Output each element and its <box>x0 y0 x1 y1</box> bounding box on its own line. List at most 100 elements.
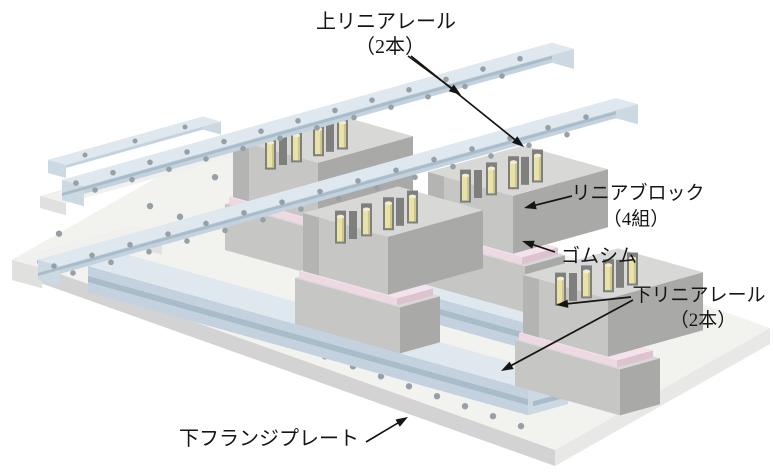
flange-plate-front-left-face <box>15 258 555 466</box>
linear-block-2-slot <box>474 170 482 198</box>
lower-rail-front-groove <box>88 276 528 406</box>
label-linear-block-line2: （4組） <box>603 208 670 230</box>
bolt-hole <box>89 252 95 259</box>
upper-rail-front-top <box>38 98 638 267</box>
arrow-lower-rail-2-head <box>501 361 514 371</box>
label-upper-rail-line2: （2本） <box>355 35 425 58</box>
upper-rail-back <box>62 42 574 207</box>
label-upper-rail-line1: 上リニアレール <box>316 10 456 33</box>
linear-block-2-rubber-shim-end <box>522 247 558 265</box>
linear-block-4-pin-top <box>604 263 613 268</box>
bolt-hole <box>517 422 525 430</box>
bolt-hole <box>277 135 283 141</box>
linear-block-3-pin-shade <box>342 216 344 242</box>
bolt-hole <box>184 149 190 155</box>
bolt-hole <box>184 238 190 244</box>
bolt-hole <box>526 142 532 149</box>
bolt-hole <box>314 125 320 131</box>
arrow-lower-rail-1-head <box>556 299 569 308</box>
upper-rail-back-left-cap <box>62 180 84 207</box>
linear-block-4-rubber-shim-front <box>519 333 617 368</box>
linear-block-front-right <box>515 248 703 416</box>
bolt-hole <box>55 230 63 237</box>
linear-block-3-rubber-shim-end <box>397 288 433 306</box>
bolt-hole <box>73 180 79 186</box>
bolt-hole <box>393 167 399 174</box>
bolt-hole <box>221 138 227 145</box>
left-end-plate-left-cap <box>12 260 42 289</box>
bolt-hole <box>545 124 551 131</box>
bolt-hole <box>405 383 413 390</box>
linear-block-3-pin-shade <box>414 196 416 222</box>
arrow-rubber-shim <box>522 240 556 253</box>
linear-block-front-left <box>295 186 483 354</box>
linear-block-4-pin-top <box>582 269 591 274</box>
linear-block-3-pin-top <box>336 214 345 219</box>
bolt-hole <box>298 206 304 212</box>
label-rubber-shim: ゴムシム <box>561 245 637 267</box>
linear-block-2-pin-shade <box>515 162 517 188</box>
linear-block-4-pin-shade <box>588 271 590 297</box>
bolt-hole <box>461 403 469 410</box>
linear-block-4-pin-shade <box>562 278 564 304</box>
linear-block-4-upper-block-end <box>608 272 703 357</box>
arrow-upper-rail-2-head <box>512 136 524 147</box>
bolt-hole <box>462 83 468 90</box>
linear-block-1-pin-shade <box>320 129 322 155</box>
linear-block-2-pin-shade <box>539 155 541 181</box>
linear-block-3-rubber-shim-front <box>299 271 397 306</box>
bolt-hole <box>110 169 116 176</box>
linear-block-3-pin-top <box>408 194 417 199</box>
bolt-hole <box>377 373 385 380</box>
linear-block-3-pin-top <box>362 207 371 212</box>
bolt-hole <box>92 187 98 193</box>
bolt-hole <box>132 138 138 144</box>
arrow-linear-block <box>524 195 573 210</box>
bolt-hole <box>517 55 523 62</box>
linear-block-1-pin-shade <box>298 135 300 161</box>
linear-block-4-pin-top <box>556 276 565 281</box>
linear-block-4-rubber-shim-end <box>617 350 653 368</box>
bolt-hole <box>279 199 285 205</box>
bolt-hole <box>469 146 475 152</box>
linear-block-2-slot <box>521 156 529 185</box>
bolt-hole <box>480 66 486 72</box>
linear-block-4-lower-block-end <box>620 358 660 416</box>
linear-block-3-pin-top <box>384 201 393 206</box>
arrow-rubber-shim-head <box>522 240 535 249</box>
bolt-hole <box>406 86 412 93</box>
left-clamp-plate-left-cap <box>40 196 66 216</box>
bolt-hole <box>336 195 342 202</box>
linear-block-4-pin-top <box>628 256 637 261</box>
bolt-hole <box>203 220 209 227</box>
bolt-hole <box>127 241 133 248</box>
linear-block-1-pin-shade <box>272 142 274 168</box>
label-lower-rail-line1: 下リニアレール <box>632 285 765 306</box>
bolt-hole <box>240 145 246 152</box>
bolt-hole <box>182 124 188 130</box>
linear-block-2-upper-block-end <box>513 169 608 254</box>
bolt-hole <box>108 259 114 266</box>
linear-block-4-pin-shade <box>610 265 612 291</box>
flange-plate-front-right-face <box>555 328 770 466</box>
bolt-hole <box>355 178 361 184</box>
bolt-hole <box>146 202 154 210</box>
upper-rail-front <box>38 98 638 287</box>
bolt-hole <box>82 152 88 158</box>
bolt-hole <box>260 217 266 223</box>
linear-block-4-lower-block-front <box>515 340 620 416</box>
linear-block-4-pin-shade <box>634 258 636 284</box>
bolt-hole <box>489 412 497 420</box>
arrow-linear-block-head <box>524 201 537 210</box>
bolt-hole <box>374 185 380 191</box>
bolt-hole <box>129 176 135 183</box>
label-linear-block-line1: リニアブロック <box>571 181 704 204</box>
linear-block-2-pin-top <box>509 160 518 165</box>
upper-rail-front-groove <box>38 111 616 276</box>
arrow-linear-block-line <box>529 195 573 208</box>
bolt-hole <box>70 270 76 276</box>
linear-block-1-upper-block-edge <box>233 139 249 202</box>
bolt-hole <box>450 163 456 170</box>
bolt-hole <box>51 263 57 269</box>
